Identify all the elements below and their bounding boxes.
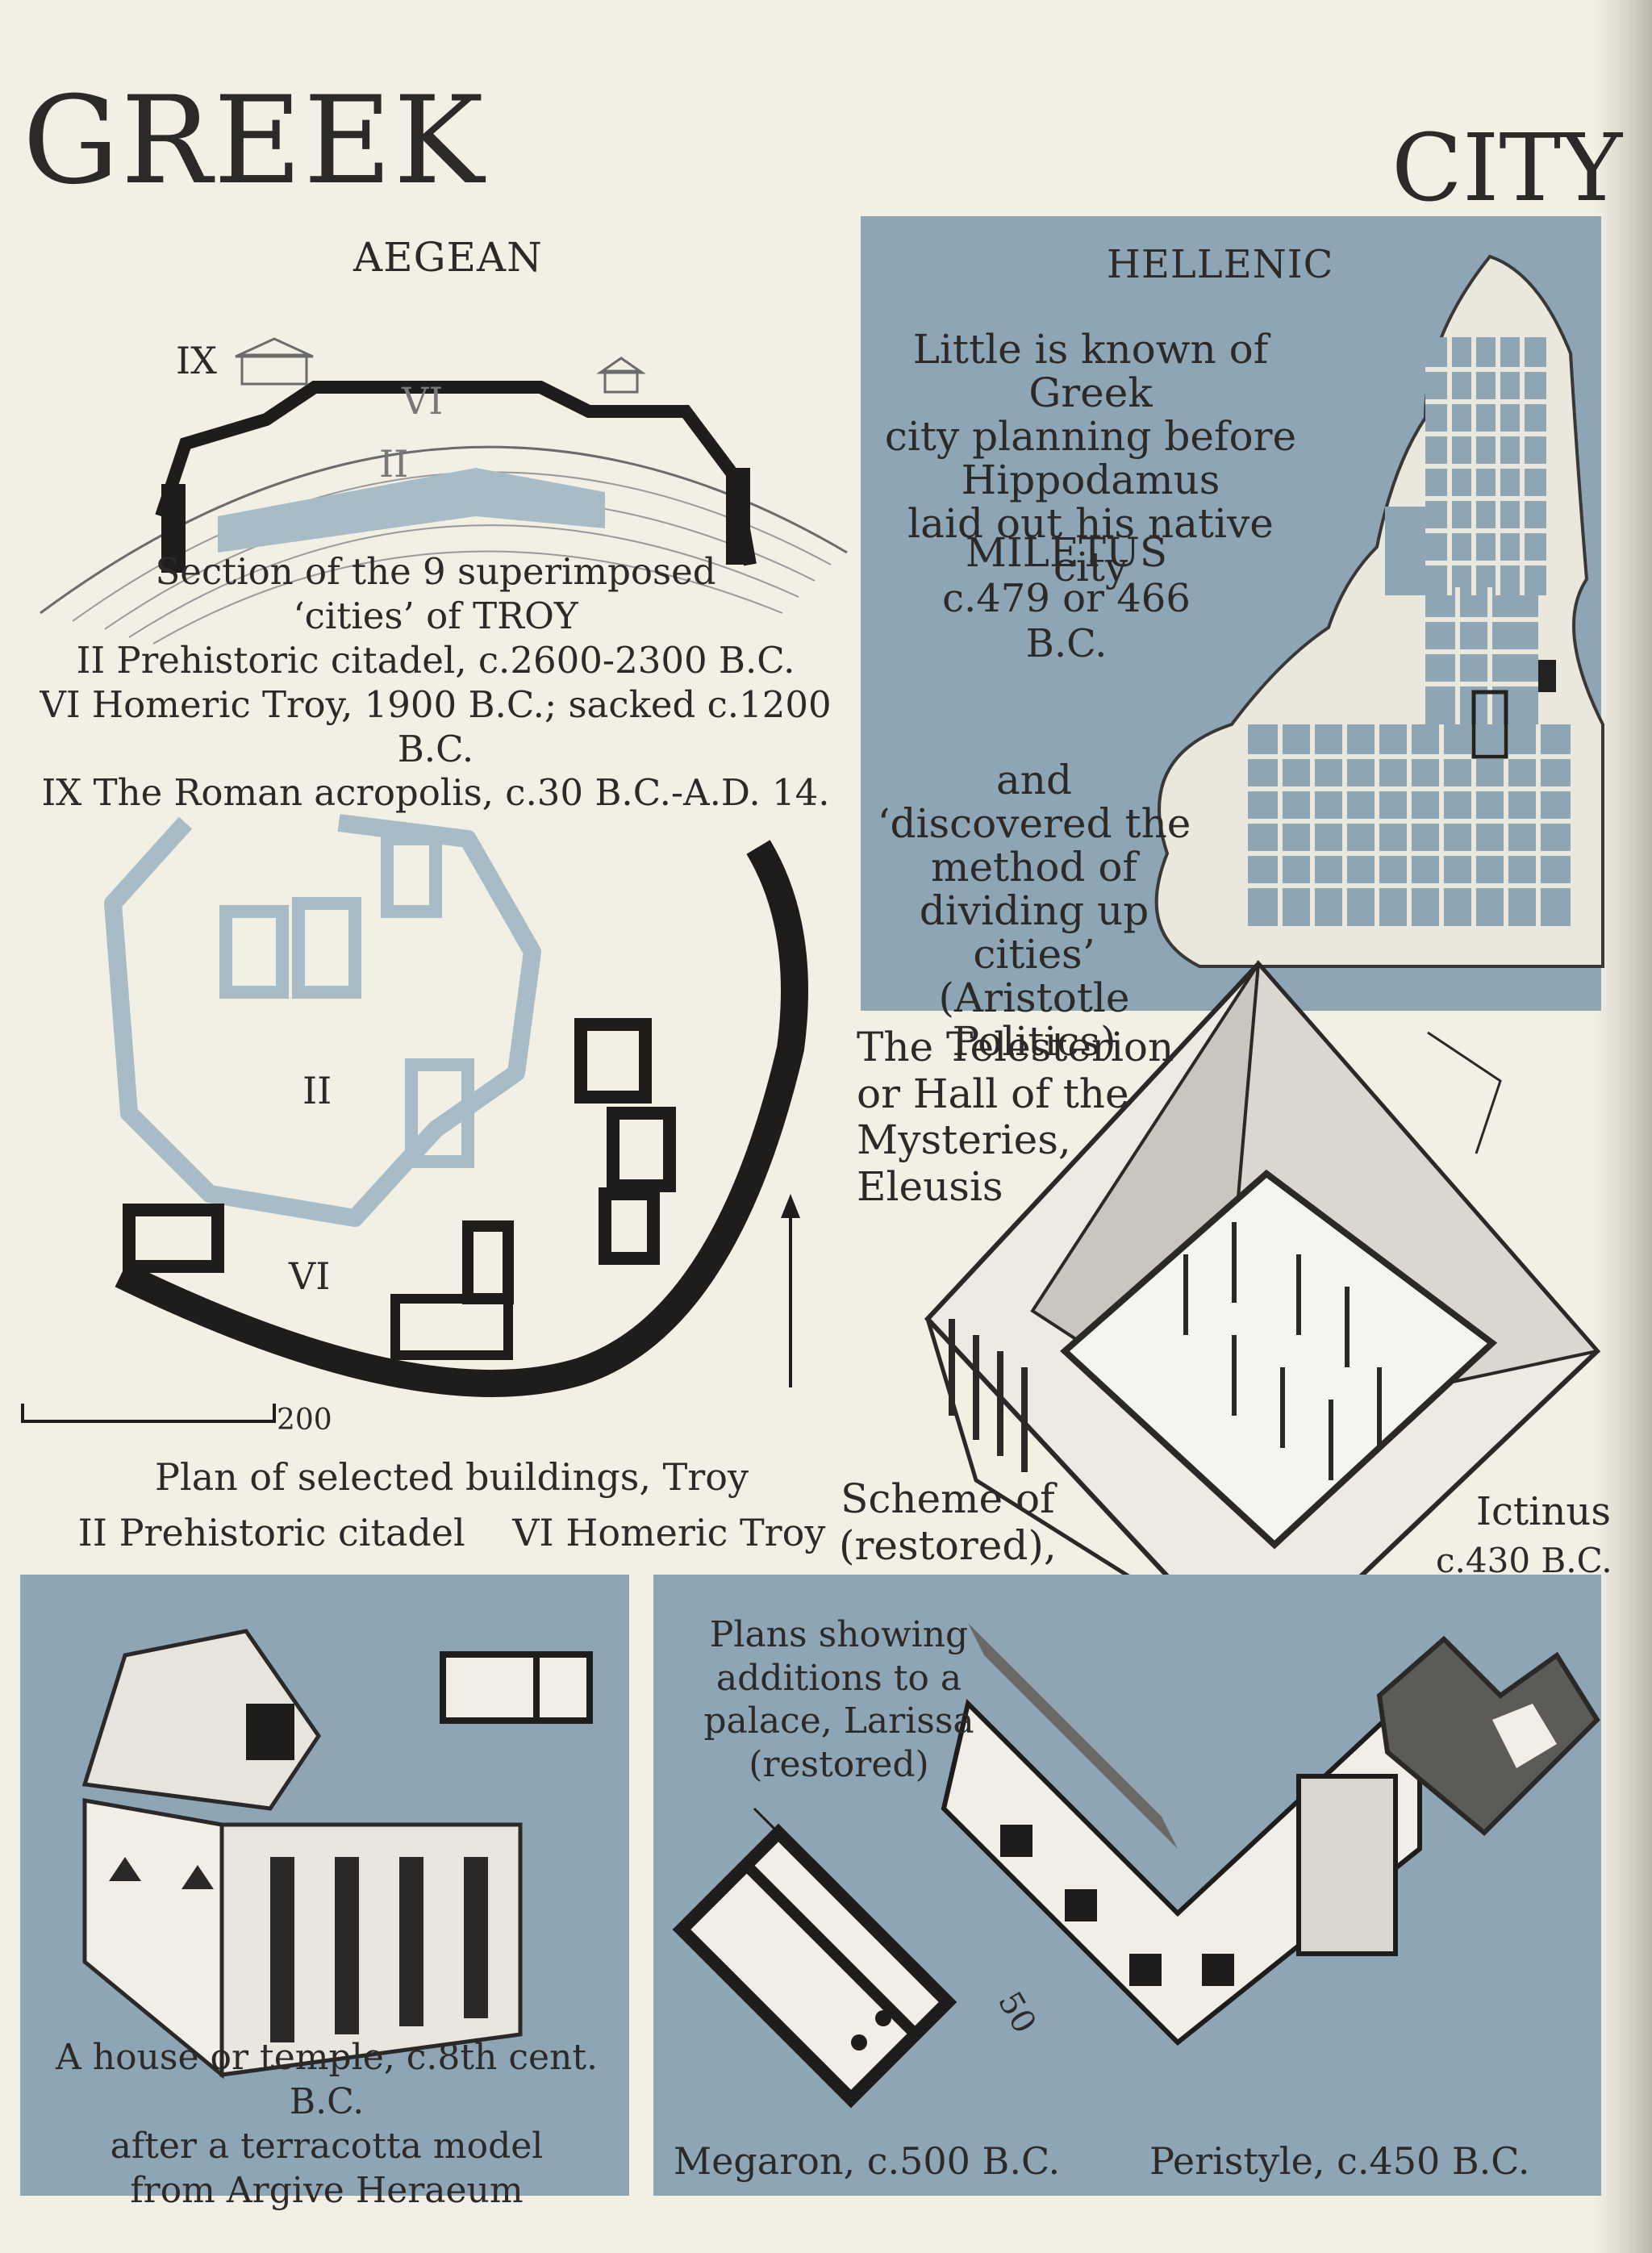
text-line: Little is known of Greek [912,326,1269,416]
section-label-ix: IX [176,339,217,382]
plan-label-ii: II [302,1069,332,1112]
section-label-vi: VI [402,379,444,423]
caption-line: Plan of selected buildings, Troy [155,1455,749,1499]
telesterion-caption: The Telesterion or Hall of the Mysteries… [857,1024,1174,1210]
caption-line: II Prehistoric citadel VI Homeric Troy [77,1511,826,1554]
page-title-city: CITY [1391,115,1623,223]
larissa-panel: Plans showing additions to a palace, Lar… [653,1575,1601,2196]
page-edge-shadow [1596,0,1652,2253]
hellenic-intro-text: Little is known of Greek city planning b… [865,328,1316,589]
troy-section-caption: Section of the 9 superimposed ‘cities’ o… [0,550,871,816]
text-line: and [995,757,1073,803]
text-line: (restored) [749,1744,929,1786]
hellenic-quote-text: and ‘discovered the method of dividing u… [861,758,1208,1063]
text-line: dividing up cities’ [919,887,1149,978]
text-line: additions to a [715,1657,962,1699]
text-line: A house or temple, c.8th cent. B.C. [55,2037,599,2122]
larissa-peristyle-plan [1376,1635,1600,1837]
text-line: Mysteries, [857,1116,1071,1163]
text-line: palace, Larissa [703,1700,974,1742]
aegean-heading: AEGEAN [353,234,543,281]
caption-line: Section of the 9 superimposed [155,550,716,593]
text-line: city planning before [884,413,1297,460]
text-line: (Aristotle Politics) [938,974,1130,1065]
miletus-map [1154,254,1604,968]
text-line: Hippodamus [961,457,1220,503]
text-line: (restored), [839,1521,1057,1569]
caption-line: II Prehistoric citadel, c.2600-2300 B.C. [76,638,795,682]
house-plan-icon [440,1651,593,1724]
text-line: Eleusis [857,1162,1003,1210]
caption-line: ‘cities’ of TROY [293,594,578,637]
miletus-name: MILETUS [965,529,1168,576]
house-temple-model [81,1629,523,2080]
troy-plan-diagram [21,814,808,1423]
telesterion-drawing [924,960,1601,1678]
telesterion-scheme-caption: Scheme of (restored), [839,1475,1057,1569]
telesterion-scale-bracket [1427,1031,1502,1154]
hellenic-heading: HELLENIC [1107,242,1334,287]
miletus-date: c.479 or 466 B.C. [942,576,1191,666]
larissa-caption: Plans showing additions to a palace, Lar… [694,1613,984,1787]
plan-label-vi: VI [289,1254,331,1298]
house-temple-caption: A house or temple, c.8th cent. B.C. afte… [16,2035,637,2213]
text-line: ‘discovered the [877,800,1191,847]
hellenic-panel: HELLENIC Little is known of Greek city p… [861,216,1604,1063]
text-line: or Hall of the [857,1070,1129,1117]
text-line: from Argive Heraeum [130,2170,524,2211]
larissa-palace-drawing [941,1623,1422,2046]
page-title-greek: GREEK [23,71,486,211]
text-line: The Telesterion [857,1024,1174,1070]
text-line: method of [931,844,1137,891]
section-label-ii: II [379,442,409,486]
text-line: laid out his native city [907,500,1274,590]
megaron-plan [672,1807,957,2109]
troy-section-diagram [40,337,848,645]
peristyle-caption: Peristyle, c.450 B.C. [1149,2139,1530,2183]
troy-scale-label: 200 [277,1404,332,1437]
telesterion-architect: Ictinus [1476,1489,1611,1534]
troy-plan-caption: Plan of selected buildings, Troy II Preh… [48,1450,855,1561]
text-line: after a terracotta model [110,2126,544,2167]
caption-line: VI Homeric Troy, 1900 B.C.; sacked c.120… [40,682,832,770]
house-temple-panel [20,1575,629,2196]
telesterion-date: c.430 B.C. [1436,1541,1612,1580]
caption-line: IX The Roman acropolis, c.30 B.C.-A.D. 1… [41,771,830,815]
text-line: Plans showing [709,1614,969,1655]
text-line: Scheme of [841,1475,1055,1522]
megaron-caption: Megaron, c.500 B.C. [674,2139,1061,2183]
